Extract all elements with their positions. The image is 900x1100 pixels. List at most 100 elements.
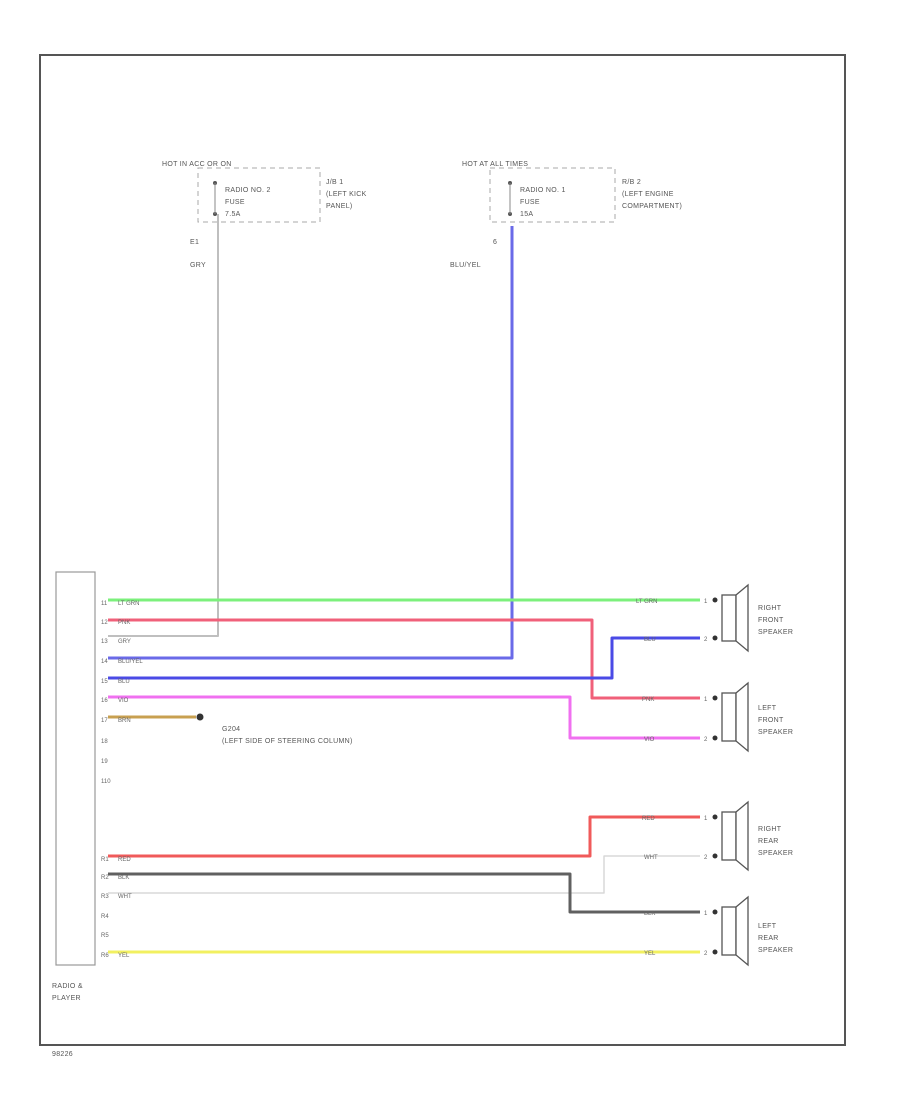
- fuse-block-2-location-2: (LEFT ENGINE: [622, 191, 674, 198]
- speaker-3-magnet: [721, 811, 737, 861]
- speaker-1-magnet: [721, 594, 737, 642]
- wire-wht: [108, 855, 700, 894]
- pin-17-wire: BRN: [118, 718, 131, 724]
- speaker-2-name-3: SPEAKER: [758, 729, 793, 736]
- speaker-2-wire-1: PNK: [642, 697, 654, 703]
- speaker-1-terminal-2: [712, 635, 718, 641]
- pin-15-wire: BLU: [118, 679, 130, 685]
- pin-r3-id: R3: [101, 894, 109, 900]
- pin-12-wire: PNK: [118, 620, 130, 626]
- fuse-1-line-3: 7.5A: [225, 211, 241, 218]
- speaker-3-terminal-1: [712, 814, 718, 820]
- speaker-1-wire-1: LT GRN: [636, 599, 657, 605]
- speaker-4-wire-1: BLK: [644, 911, 655, 917]
- speaker-3-wire-1: RED: [642, 816, 655, 822]
- radio-body: [55, 571, 96, 966]
- speaker-left-rear: BLK YEL 1 2 LEFT REAR SPEAKER: [644, 895, 793, 967]
- speaker-1-pin-1: 1: [704, 599, 708, 605]
- wire-blu: [108, 636, 700, 680]
- speaker-2-terminal-2: [712, 735, 718, 741]
- speaker-1-cone-icon: [735, 583, 749, 653]
- pin-r6-wire: YEL: [118, 953, 130, 959]
- radio-player: RADIO & PLAYER 11 LT GRN 12 PNK 13 GRY 1…: [52, 571, 143, 1002]
- fuse-1-line-2: FUSE: [225, 199, 245, 206]
- fuse-block-2: HOT AT ALL TIMES RADIO NO. 1 FUSE 15A R/…: [450, 161, 682, 269]
- speaker-4-pin-2: 2: [704, 951, 708, 957]
- pin-18-id: 18: [101, 739, 108, 745]
- speaker-3-wire-2: WHT: [644, 855, 658, 861]
- speaker-3-name-2: REAR: [758, 838, 779, 845]
- wires: [108, 214, 700, 954]
- pin-r5-id: R5: [101, 933, 109, 939]
- fuse-2-line-2: FUSE: [520, 199, 540, 206]
- speaker-2-magnet: [721, 692, 737, 742]
- ground-icon: [196, 713, 204, 721]
- pin-r4-id: R4: [101, 914, 109, 920]
- pin-17-id: 17: [101, 718, 108, 724]
- fuse-2-line-3: 15A: [520, 211, 533, 218]
- pin-16-wire: VIO: [118, 698, 129, 704]
- pin-110-id: 110: [101, 779, 111, 785]
- speaker-4-terminal-1: [712, 909, 718, 915]
- speaker-3-name-3: SPEAKER: [758, 850, 793, 857]
- pin-r1-id: R1: [101, 857, 109, 863]
- speaker-left-front: PNK VIO 1 2 LEFT FRONT SPEAKER: [642, 681, 793, 753]
- speaker-2-pin-1: 1: [704, 697, 708, 703]
- speaker-2-terminal-1: [712, 695, 718, 701]
- speaker-4-name-2: REAR: [758, 935, 779, 942]
- footer-code: 98226: [52, 1051, 73, 1058]
- wire-gry: [108, 214, 219, 637]
- pin-13-wire: GRY: [118, 639, 131, 645]
- fuse-block-1-box: [197, 167, 321, 223]
- diagram-frame: [39, 54, 846, 1046]
- speaker-2-pin-2: 2: [704, 737, 708, 743]
- pin-19-id: 19: [101, 759, 108, 765]
- speaker-1-pin-2: 2: [704, 637, 708, 643]
- fuse-block-1-wire-color: GRY: [190, 262, 206, 269]
- speaker-4-name-1: LEFT: [758, 923, 777, 930]
- fuse-block-1-location-2: (LEFT KICK: [326, 191, 367, 198]
- speaker-3-pin-1: 1: [704, 816, 708, 822]
- fuse-block-2-wire-color: BLU/YEL: [450, 262, 481, 269]
- wire-vio: [108, 695, 700, 740]
- radio-label-2: PLAYER: [52, 995, 81, 1002]
- pin-r2-id: R2: [101, 875, 109, 881]
- fuse-1-line-1: RADIO NO. 2: [225, 187, 271, 194]
- fuse-block-2-hot-label: HOT AT ALL TIMES: [462, 161, 528, 168]
- fuse-block-1-hot-label: HOT IN ACC OR ON: [162, 161, 232, 168]
- pin-14-wire: BLU/YEL: [118, 659, 143, 665]
- fuse-block-1-circuit-id: E1: [190, 239, 199, 246]
- speaker-3-cone-icon: [735, 800, 749, 872]
- speaker-1-terminal-1: [712, 597, 718, 603]
- ground-location: (LEFT SIDE OF STEERING COLUMN): [222, 738, 353, 745]
- ground-id: G204: [222, 726, 240, 733]
- pin-11-wire: LT GRN: [118, 601, 139, 607]
- speaker-4-cone-icon: [735, 895, 749, 967]
- fuse-block-1-location-1: J/B 1: [326, 179, 343, 186]
- speaker-4-magnet: [721, 906, 737, 956]
- speaker-4-pin-1: 1: [704, 911, 708, 917]
- pin-11-id: 11: [101, 601, 108, 607]
- fuse-block-1: HOT IN ACC OR ON RADIO NO. 2 FUSE 7.5A J…: [162, 161, 367, 269]
- radio-label-1: RADIO &: [52, 983, 83, 990]
- pin-r6-id: R6: [101, 953, 109, 959]
- speaker-right-front: LT GRN BLU 1 2 RIGHT FRONT SPEAKER: [636, 583, 793, 653]
- wire-blk: [108, 872, 700, 914]
- speaker-4-wire-2: YEL: [644, 951, 656, 957]
- fuse-2-line-1: RADIO NO. 1: [520, 187, 566, 194]
- speaker-4-name-3: SPEAKER: [758, 947, 793, 954]
- speaker-1-name-2: FRONT: [758, 617, 784, 624]
- ground-g204: G204 (LEFT SIDE OF STEERING COLUMN): [196, 713, 353, 745]
- pin-13-id: 13: [101, 639, 108, 645]
- speaker-3-name-1: RIGHT: [758, 826, 782, 833]
- speaker-3-terminal-2: [712, 853, 718, 859]
- fuse-block-2-location-1: R/B 2: [622, 179, 641, 186]
- pin-16-id: 16: [101, 698, 108, 704]
- wire-blu-yel: [108, 226, 514, 660]
- speaker-2-name-2: FRONT: [758, 717, 784, 724]
- pin-12-id: 12: [101, 620, 108, 626]
- wire-pnk: [108, 618, 700, 700]
- speaker-1-wire-2: BLU: [644, 637, 656, 643]
- speaker-4-terminal-2: [712, 949, 718, 955]
